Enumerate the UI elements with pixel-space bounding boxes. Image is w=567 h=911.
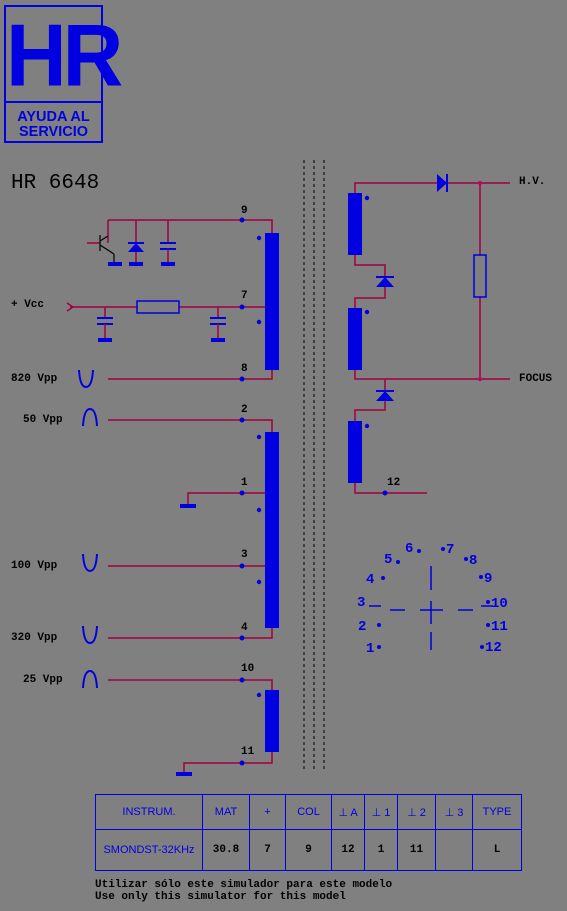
vcc-input-arrow bbox=[66, 302, 75, 312]
pinout-label-7: 7 bbox=[446, 542, 454, 558]
resistor-r1 bbox=[136, 300, 180, 314]
peak-wave-icon bbox=[82, 669, 98, 689]
primary-wiring bbox=[70, 219, 273, 772]
value-col: 9 bbox=[285, 829, 332, 871]
pin-label-11: 11 bbox=[241, 746, 255, 758]
pinout-label-9: 9 bbox=[484, 571, 492, 587]
pinout-label-10: 10 bbox=[491, 596, 508, 612]
logo-subtitle-line2: SERVICIO bbox=[18, 124, 89, 140]
pinout-label-2: 2 bbox=[358, 619, 366, 635]
primary-windings bbox=[265, 233, 279, 752]
header-instrum: INSTRUM. bbox=[95, 794, 203, 830]
spec-header-row: INSTRUM. MAT + COL ⊥ A ⊥ 1 ⊥ 2 ⊥ 3 TYPE bbox=[95, 794, 522, 830]
secondary-windings bbox=[348, 193, 362, 483]
waveform-label-100: 100 Vpp bbox=[11, 560, 58, 572]
pinout-label-6: 6 bbox=[405, 541, 413, 557]
pin-label-12: 12 bbox=[387, 477, 400, 489]
waveform-label-25: 25 Vpp bbox=[23, 674, 63, 686]
pin-label-4: 4 bbox=[241, 622, 248, 634]
capacitor-c2 bbox=[97, 317, 113, 342]
pinout-label-11: 11 bbox=[491, 619, 508, 635]
pin-numbers-primary: 9 7 8 2 1 3 4 10 11 bbox=[241, 205, 255, 758]
focus-resistor bbox=[473, 254, 487, 298]
transformer-core bbox=[303, 160, 325, 770]
waveform-label-50: 50 Vpp bbox=[23, 414, 63, 426]
pinout-label-5: 5 bbox=[384, 552, 392, 568]
pin-label-8: 8 bbox=[241, 363, 248, 375]
damper-diode bbox=[128, 242, 144, 262]
capacitor-c1 bbox=[160, 242, 176, 262]
pin-label-10: 10 bbox=[241, 663, 254, 675]
hv-label: H.V. bbox=[519, 176, 545, 188]
polarity-dots-secondary bbox=[364, 195, 388, 496]
value-plus: 7 bbox=[249, 829, 286, 871]
value-ground-2: 11 bbox=[397, 829, 436, 871]
logo-subtitle: AYUDA AL SERVICIO bbox=[6, 110, 101, 140]
vcc-label: + Vcc bbox=[11, 299, 44, 311]
value-type: L bbox=[472, 829, 522, 871]
header-plus: + bbox=[249, 794, 286, 830]
header-ground-2: ⊥ 2 bbox=[397, 794, 436, 830]
value-ground-3 bbox=[435, 829, 473, 871]
valley-wave-icon bbox=[82, 625, 98, 645]
pin-label-9: 9 bbox=[241, 205, 248, 217]
secondary-wiring bbox=[354, 182, 510, 494]
waveform-icons bbox=[78, 369, 98, 689]
junction-dots bbox=[478, 181, 482, 381]
value-mat: 30.8 bbox=[202, 829, 250, 871]
note-spanish: Utilizar sólo este simulador para este m… bbox=[95, 879, 393, 891]
valley-wave-icon bbox=[78, 369, 94, 389]
rectifier-diode-2 bbox=[376, 390, 394, 401]
pinout-label-4: 4 bbox=[366, 572, 374, 588]
rectifier-diode-1 bbox=[376, 276, 394, 287]
focus-label: FOCUS bbox=[519, 373, 552, 385]
pinout-diagram: 1 2 3 4 5 6 7 8 9 10 11 12 bbox=[357, 541, 508, 657]
header-ground-1: ⊥ 1 bbox=[364, 794, 398, 830]
logo-subtitle-line1: AYUDA AL bbox=[17, 109, 90, 125]
polarity-dots-primary bbox=[256, 235, 262, 698]
header-ground-a: ⊥ A bbox=[331, 794, 365, 830]
logo-divider bbox=[6, 101, 101, 103]
header-ground-3: ⊥ 3 bbox=[435, 794, 473, 830]
pin-label-1: 1 bbox=[241, 477, 248, 489]
hv-diode bbox=[437, 174, 448, 192]
transistor bbox=[99, 235, 115, 262]
waveform-label-320: 320 Vpp bbox=[11, 632, 58, 644]
header-mat: MAT bbox=[202, 794, 250, 830]
pinout-label-3: 3 bbox=[357, 595, 365, 611]
ground-symbols-top bbox=[108, 262, 175, 266]
header-type: TYPE bbox=[472, 794, 522, 830]
ground-pin1 bbox=[180, 504, 196, 508]
valley-wave-icon bbox=[82, 553, 98, 573]
pin-label-3: 3 bbox=[241, 549, 248, 561]
pin-label-2: 2 bbox=[241, 404, 248, 416]
pinout-label-12: 12 bbox=[485, 640, 502, 656]
model-title: HR 6648 bbox=[11, 172, 100, 195]
value-ground-1: 1 bbox=[364, 829, 398, 871]
waveform-label-820: 820 Vpp bbox=[11, 373, 58, 385]
capacitor-c3 bbox=[210, 317, 226, 342]
usage-notes: Utilizar sólo este simulador para este m… bbox=[95, 879, 392, 903]
value-ground-a: 12 bbox=[331, 829, 365, 871]
value-instrum: SMONDST-32KHz bbox=[95, 829, 203, 871]
pinout-label-8: 8 bbox=[469, 553, 477, 569]
ground-pin11 bbox=[176, 772, 192, 776]
pinout-label-1: 1 bbox=[366, 641, 374, 657]
spec-table: INSTRUM. MAT + COL ⊥ A ⊥ 1 ⊥ 2 ⊥ 3 TYPE … bbox=[95, 794, 522, 871]
spec-value-row: SMONDST-32KHz 30.8 7 9 12 1 11 L bbox=[95, 829, 522, 871]
peak-wave-icon bbox=[82, 407, 98, 427]
header-col: COL bbox=[285, 794, 332, 830]
pin-dots-primary bbox=[239, 217, 245, 766]
note-english: Use only this simulator for this model bbox=[95, 891, 346, 903]
pin-label-7: 7 bbox=[241, 290, 248, 302]
